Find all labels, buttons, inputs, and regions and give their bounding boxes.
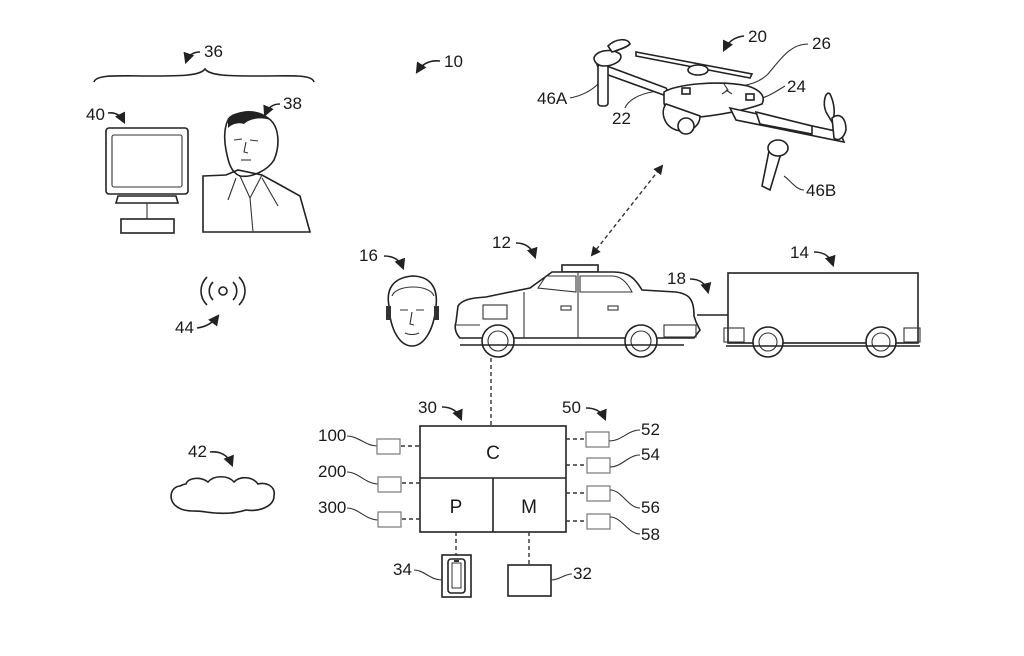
label-200: 200	[318, 462, 346, 481]
label-40: 40	[86, 105, 105, 124]
leader-arrow-10	[415, 60, 441, 74]
smartphone-icon	[441, 554, 472, 598]
label-12: 12	[492, 233, 511, 252]
label-32: 32	[573, 564, 592, 583]
car: 12	[454, 233, 701, 358]
leader-line-24	[761, 85, 786, 99]
label-16: 16	[359, 246, 378, 265]
left-input-200: 200	[318, 462, 420, 493]
wireless-signal: 44	[175, 276, 246, 337]
system-label: 10	[415, 52, 463, 74]
label-42: 42	[188, 442, 207, 461]
leader-arrow-38	[263, 103, 281, 118]
trailer: 14	[723, 243, 921, 358]
leader-arrow-36	[183, 51, 201, 65]
hitch: 18	[667, 269, 728, 316]
leader-arrow-30	[441, 406, 463, 422]
label-46a: 46A	[537, 89, 568, 108]
block-m-label: M	[521, 497, 537, 518]
label-20: 20	[748, 27, 767, 46]
car-icon	[454, 264, 701, 358]
label-56: 56	[641, 498, 660, 517]
left-input-100: 100	[318, 426, 420, 455]
cloud-network: 42	[170, 442, 276, 515]
right-sensor-58: 58	[566, 513, 660, 544]
wireless-link-car-drone	[590, 164, 664, 257]
driver: 16	[359, 246, 439, 347]
external-device-box	[507, 564, 552, 597]
computer-icon	[105, 127, 189, 234]
memory-device: 32	[507, 564, 592, 597]
controller: 30 C P M 100 200 300 50	[318, 398, 660, 598]
label-24: 24	[787, 77, 806, 96]
label-100: 100	[318, 426, 346, 445]
leader-arrow-44	[196, 314, 220, 329]
label-58: 58	[641, 525, 660, 544]
operator-person-icon	[202, 111, 312, 233]
drone-icon	[593, 38, 847, 192]
leader-line-46a	[569, 83, 599, 99]
leader-arrow-42	[209, 451, 234, 468]
label-26: 26	[812, 34, 831, 53]
block-c-label: C	[486, 443, 500, 464]
block-p-label: P	[450, 497, 463, 518]
trailer-icon	[723, 272, 921, 358]
label-54: 54	[641, 445, 660, 464]
driver-face-icon	[386, 275, 439, 347]
leader-arrow-14	[813, 251, 836, 268]
left-input-300: 300	[318, 498, 420, 528]
label-30: 30	[418, 398, 437, 417]
label-38: 38	[283, 94, 302, 113]
label-50: 50	[562, 398, 581, 417]
leader-arrow-50	[585, 407, 607, 422]
wireless-signal-icon	[200, 276, 246, 306]
brace-36	[93, 67, 315, 83]
label-10: 10	[444, 52, 463, 71]
label-34: 34	[393, 560, 412, 579]
right-sensor-52: 52	[566, 420, 660, 448]
leader-arrow-40	[107, 111, 126, 125]
leader-arrow-12	[515, 242, 538, 260]
right-sensor-56: 56	[566, 485, 660, 517]
drone: 20 26 24 22 46A 46B	[537, 27, 847, 200]
label-14: 14	[790, 243, 809, 262]
label-44: 44	[175, 318, 194, 337]
phone-device: 34	[393, 554, 472, 598]
leader-line-46b	[783, 175, 805, 191]
remote-station: 36 40 38	[86, 42, 315, 234]
label-36: 36	[204, 42, 223, 61]
label-300: 300	[318, 498, 346, 517]
label-52: 52	[641, 420, 660, 439]
right-sensor-54: 54	[566, 445, 660, 474]
label-18: 18	[667, 269, 686, 288]
cloud-icon	[170, 475, 276, 515]
leader-arrow-16	[383, 255, 406, 271]
label-46b: 46B	[806, 181, 836, 200]
leader-arrow-18	[689, 278, 712, 295]
leader-arrow-20	[722, 35, 745, 53]
label-22: 22	[612, 109, 631, 128]
